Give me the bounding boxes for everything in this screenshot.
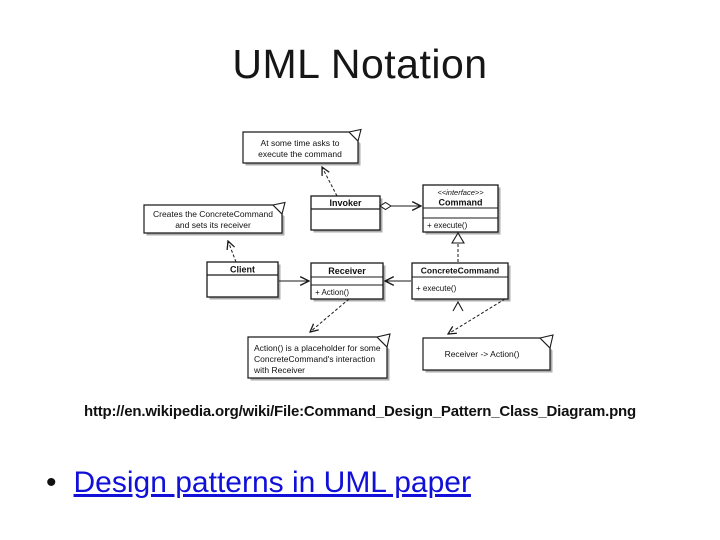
slide-title: UML Notation (232, 41, 488, 87)
note-client: Creates the ConcreteCommand and sets its… (143, 201, 286, 236)
realization-arrow (451, 231, 465, 262)
design-patterns-link[interactable]: Design patterns in UML paper (73, 466, 471, 499)
note-text-line: ConcreteCommand's interaction (254, 354, 375, 364)
note-action-placeholder: Action() is a placeholder for some Concr… (247, 333, 391, 381)
note-invoker: At some time asks to execute the command (242, 128, 362, 166)
class-operation: + execute() (416, 284, 457, 293)
note-body (422, 337, 551, 371)
bullet-item: • Design patterns in UML paper (46, 466, 471, 500)
note-text-line: Receiver -> Action() (445, 349, 520, 359)
bullet-marker: • (46, 466, 57, 499)
class-box (310, 262, 384, 300)
note-text-line: execute the command (258, 149, 342, 159)
note-anchor-action (310, 298, 350, 332)
note-fold (538, 334, 554, 350)
note-text-line: and sets its receiver (175, 220, 251, 230)
note-body (242, 131, 359, 164)
note-text-line: At some time asks to (261, 138, 340, 148)
class-name: Command (438, 198, 482, 208)
note-anchor-client (228, 241, 237, 263)
class-operation: + execute() (427, 221, 468, 230)
class-name: Client (230, 265, 255, 275)
note-fold (347, 128, 362, 143)
client-class: Client (206, 261, 281, 300)
class-name: Invoker (329, 198, 362, 208)
note-receiver-action: Receiver -> Action() (422, 334, 554, 373)
note-text-line: with Receiver (253, 365, 305, 375)
invoker-class: Invoker (310, 195, 383, 233)
generalization-triangle (451, 231, 465, 244)
class-name: Receiver (328, 266, 366, 276)
note-body (143, 204, 283, 234)
note-anchor-invoker (322, 167, 338, 197)
note-fold (271, 201, 286, 216)
note-body (247, 336, 388, 379)
source-url-caption: http://en.wikipedia.org/wiki/File:Comman… (84, 403, 636, 420)
note-fold (375, 333, 391, 349)
dependency-arrowhead (452, 300, 464, 312)
receiver-class: Receiver + Action() (310, 262, 386, 302)
note-text-line: Action() is a placeholder for some (254, 343, 381, 353)
class-box (206, 261, 279, 298)
note-anchor-receiver-action (448, 298, 506, 334)
concrete-command-class: ConcreteCommand + execute() (411, 262, 511, 302)
invoker-command-association (379, 203, 421, 210)
class-operation: + Action() (315, 288, 349, 297)
class-stereotype: <<interface>> (437, 188, 484, 197)
class-box (411, 262, 509, 300)
class-name: ConcreteCommand (421, 266, 499, 276)
note-text-line: Creates the ConcreteCommand (153, 209, 273, 219)
class-box (310, 195, 381, 231)
command-interface-class: <<interface>> Command + execute() (422, 184, 501, 235)
